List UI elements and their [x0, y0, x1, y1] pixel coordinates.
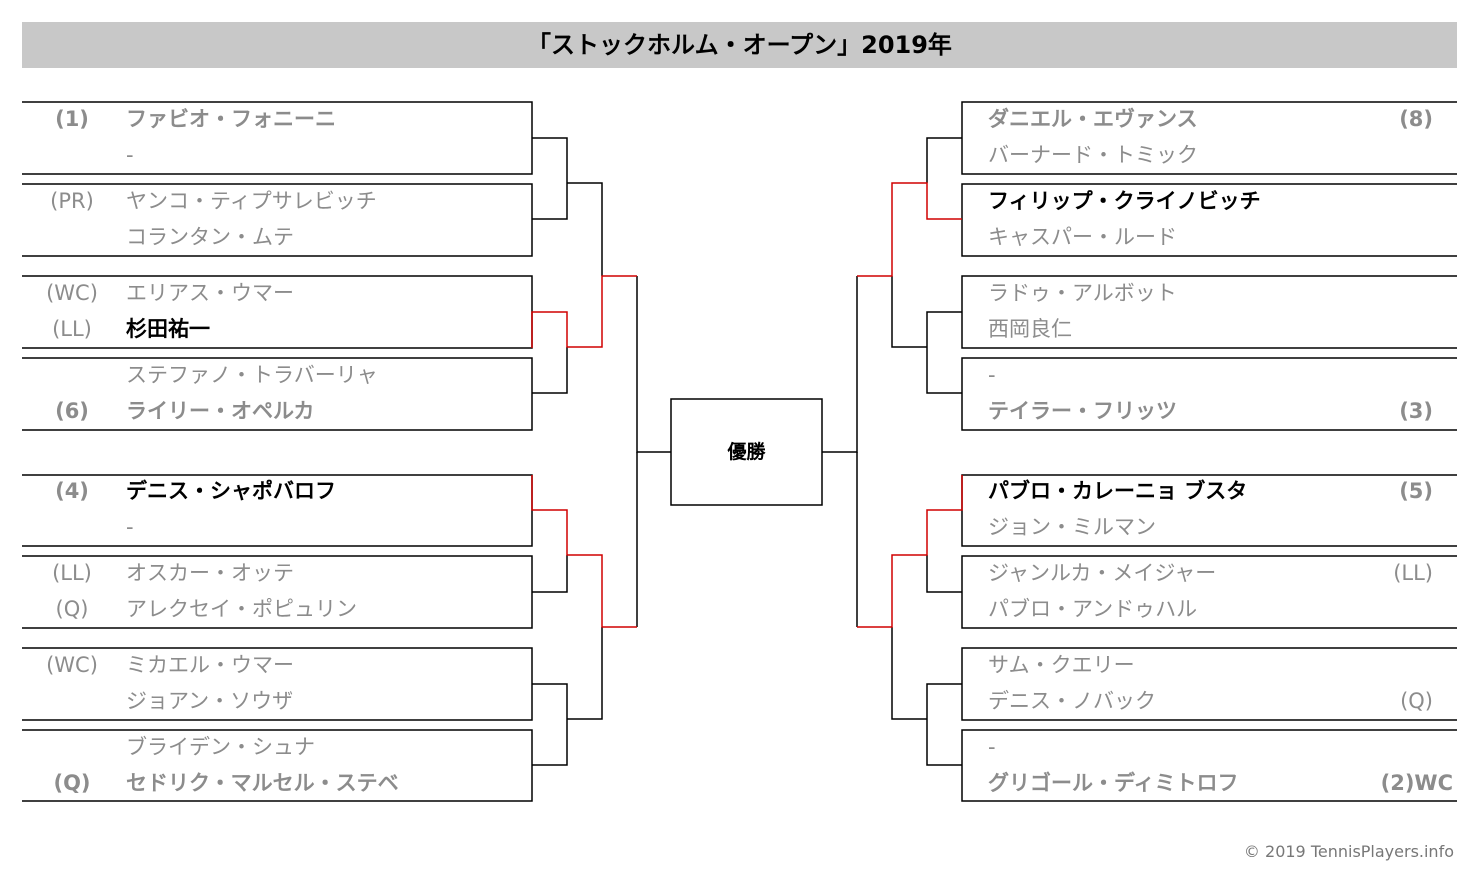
seed-left-13: (WC)	[46, 653, 98, 677]
seed-left-4	[22, 222, 122, 252]
player-right-7: -	[988, 363, 996, 387]
player-right-14: デニス・ノバック	[988, 689, 1156, 713]
player-right-13: サム・クエリー	[988, 653, 1135, 677]
player-right-5: ラドゥ・アルボット	[988, 281, 1177, 305]
page-title: 「ストックホルム・オープン」2019年	[527, 31, 952, 59]
seed-left-2	[22, 140, 122, 170]
seed-right-11: (LL)	[1393, 561, 1433, 585]
seed-left-5: (WC)	[46, 281, 98, 305]
player-right-3: フィリップ・クライノビッチ	[988, 189, 1261, 213]
seed-left-6: (LL)	[52, 317, 92, 341]
seed-right-14: (Q)	[1400, 689, 1433, 713]
player-left-11: オスカー・オッテ	[126, 561, 294, 585]
seed-left-11: (LL)	[52, 561, 92, 585]
champion-label: 優勝	[727, 441, 766, 463]
player-right-12: パブロ・アンドゥハル	[988, 597, 1198, 621]
player-left-6: 杉田祐一	[126, 317, 210, 341]
player-left-9: デニス・シャポバロフ	[126, 479, 336, 503]
seed-left-12: (Q)	[55, 597, 89, 621]
seed-right-2	[1313, 140, 1433, 170]
seed-right-8: (3)	[1399, 399, 1433, 423]
player-right-8: テイラー・フリッツ	[988, 399, 1177, 423]
copyright: © 2019 TennisPlayers.info	[1243, 842, 1454, 861]
seed-right-10	[1313, 512, 1433, 542]
seed-right-13	[1313, 650, 1433, 680]
seed-left-9: (4)	[55, 479, 89, 503]
player-left-3: ヤンコ・ティプサレビッチ	[126, 189, 377, 213]
player-left-16: セドリク・マルセル・ステベ	[126, 771, 399, 795]
seed-left-15	[22, 732, 122, 762]
seed-right-16: (2)WC	[1380, 771, 1453, 795]
player-right-9: パブロ・カレーニョ ブスタ	[988, 479, 1248, 503]
player-left-2: -	[126, 143, 134, 167]
seed-right-6	[1313, 314, 1433, 344]
seed-left-1: (1)	[55, 107, 89, 131]
seed-right-1: (8)	[1399, 107, 1433, 131]
seed-right-5	[1313, 278, 1433, 308]
player-left-12: アレクセイ・ポピュリン	[126, 597, 357, 621]
seed-right-4	[1313, 222, 1433, 252]
left-winner-paths	[531, 275, 637, 628]
player-right-15: -	[988, 735, 996, 759]
seed-left-7	[22, 360, 122, 390]
player-right-6: 西岡良仁	[988, 317, 1072, 341]
right-winner-paths	[857, 182, 963, 628]
seed-right-9: (5)	[1399, 479, 1433, 503]
player-right-1: ダニエル・エヴァンス	[988, 107, 1198, 131]
seed-left-8: (6)	[55, 399, 89, 423]
player-right-11: ジャンルカ・メイジャー	[988, 561, 1217, 585]
seed-right-12	[1313, 594, 1433, 624]
title-bar: 「ストックホルム・オープン」2019年	[22, 22, 1457, 68]
seed-right-15	[1313, 732, 1433, 762]
player-left-5: エリアス・ウマー	[126, 281, 294, 305]
seed-left-16: (Q)	[53, 771, 91, 795]
seed-right-3	[1313, 186, 1433, 216]
player-left-8: ライリー・オペルカ	[126, 399, 315, 423]
player-right-4: キャスパー・ルード	[988, 225, 1177, 249]
right-connectors	[822, 137, 962, 766]
player-left-1: ファビオ・フォニーニ	[126, 107, 336, 131]
left-connectors	[532, 137, 671, 766]
player-left-14: ジョアン・ソウザ	[126, 689, 294, 713]
player-right-16: グリゴール・ディミトロフ	[988, 771, 1239, 795]
seed-left-3: (PR)	[50, 189, 94, 213]
player-left-4: コランタン・ムテ	[126, 225, 294, 249]
player-left-10: -	[126, 515, 134, 539]
player-right-10: ジョン・ミルマン	[988, 515, 1156, 539]
player-left-7: ステファノ・トラバーリャ	[126, 363, 378, 387]
seed-right-7	[1313, 360, 1433, 390]
champion-box	[670, 398, 823, 506]
seed-left-14	[22, 686, 122, 716]
player-left-13: ミカエル・ウマー	[126, 653, 294, 677]
seed-left-10	[22, 512, 122, 542]
player-left-15: ブライデン・シュナ	[126, 735, 315, 759]
player-right-2: バーナード・トミック	[988, 143, 1198, 167]
